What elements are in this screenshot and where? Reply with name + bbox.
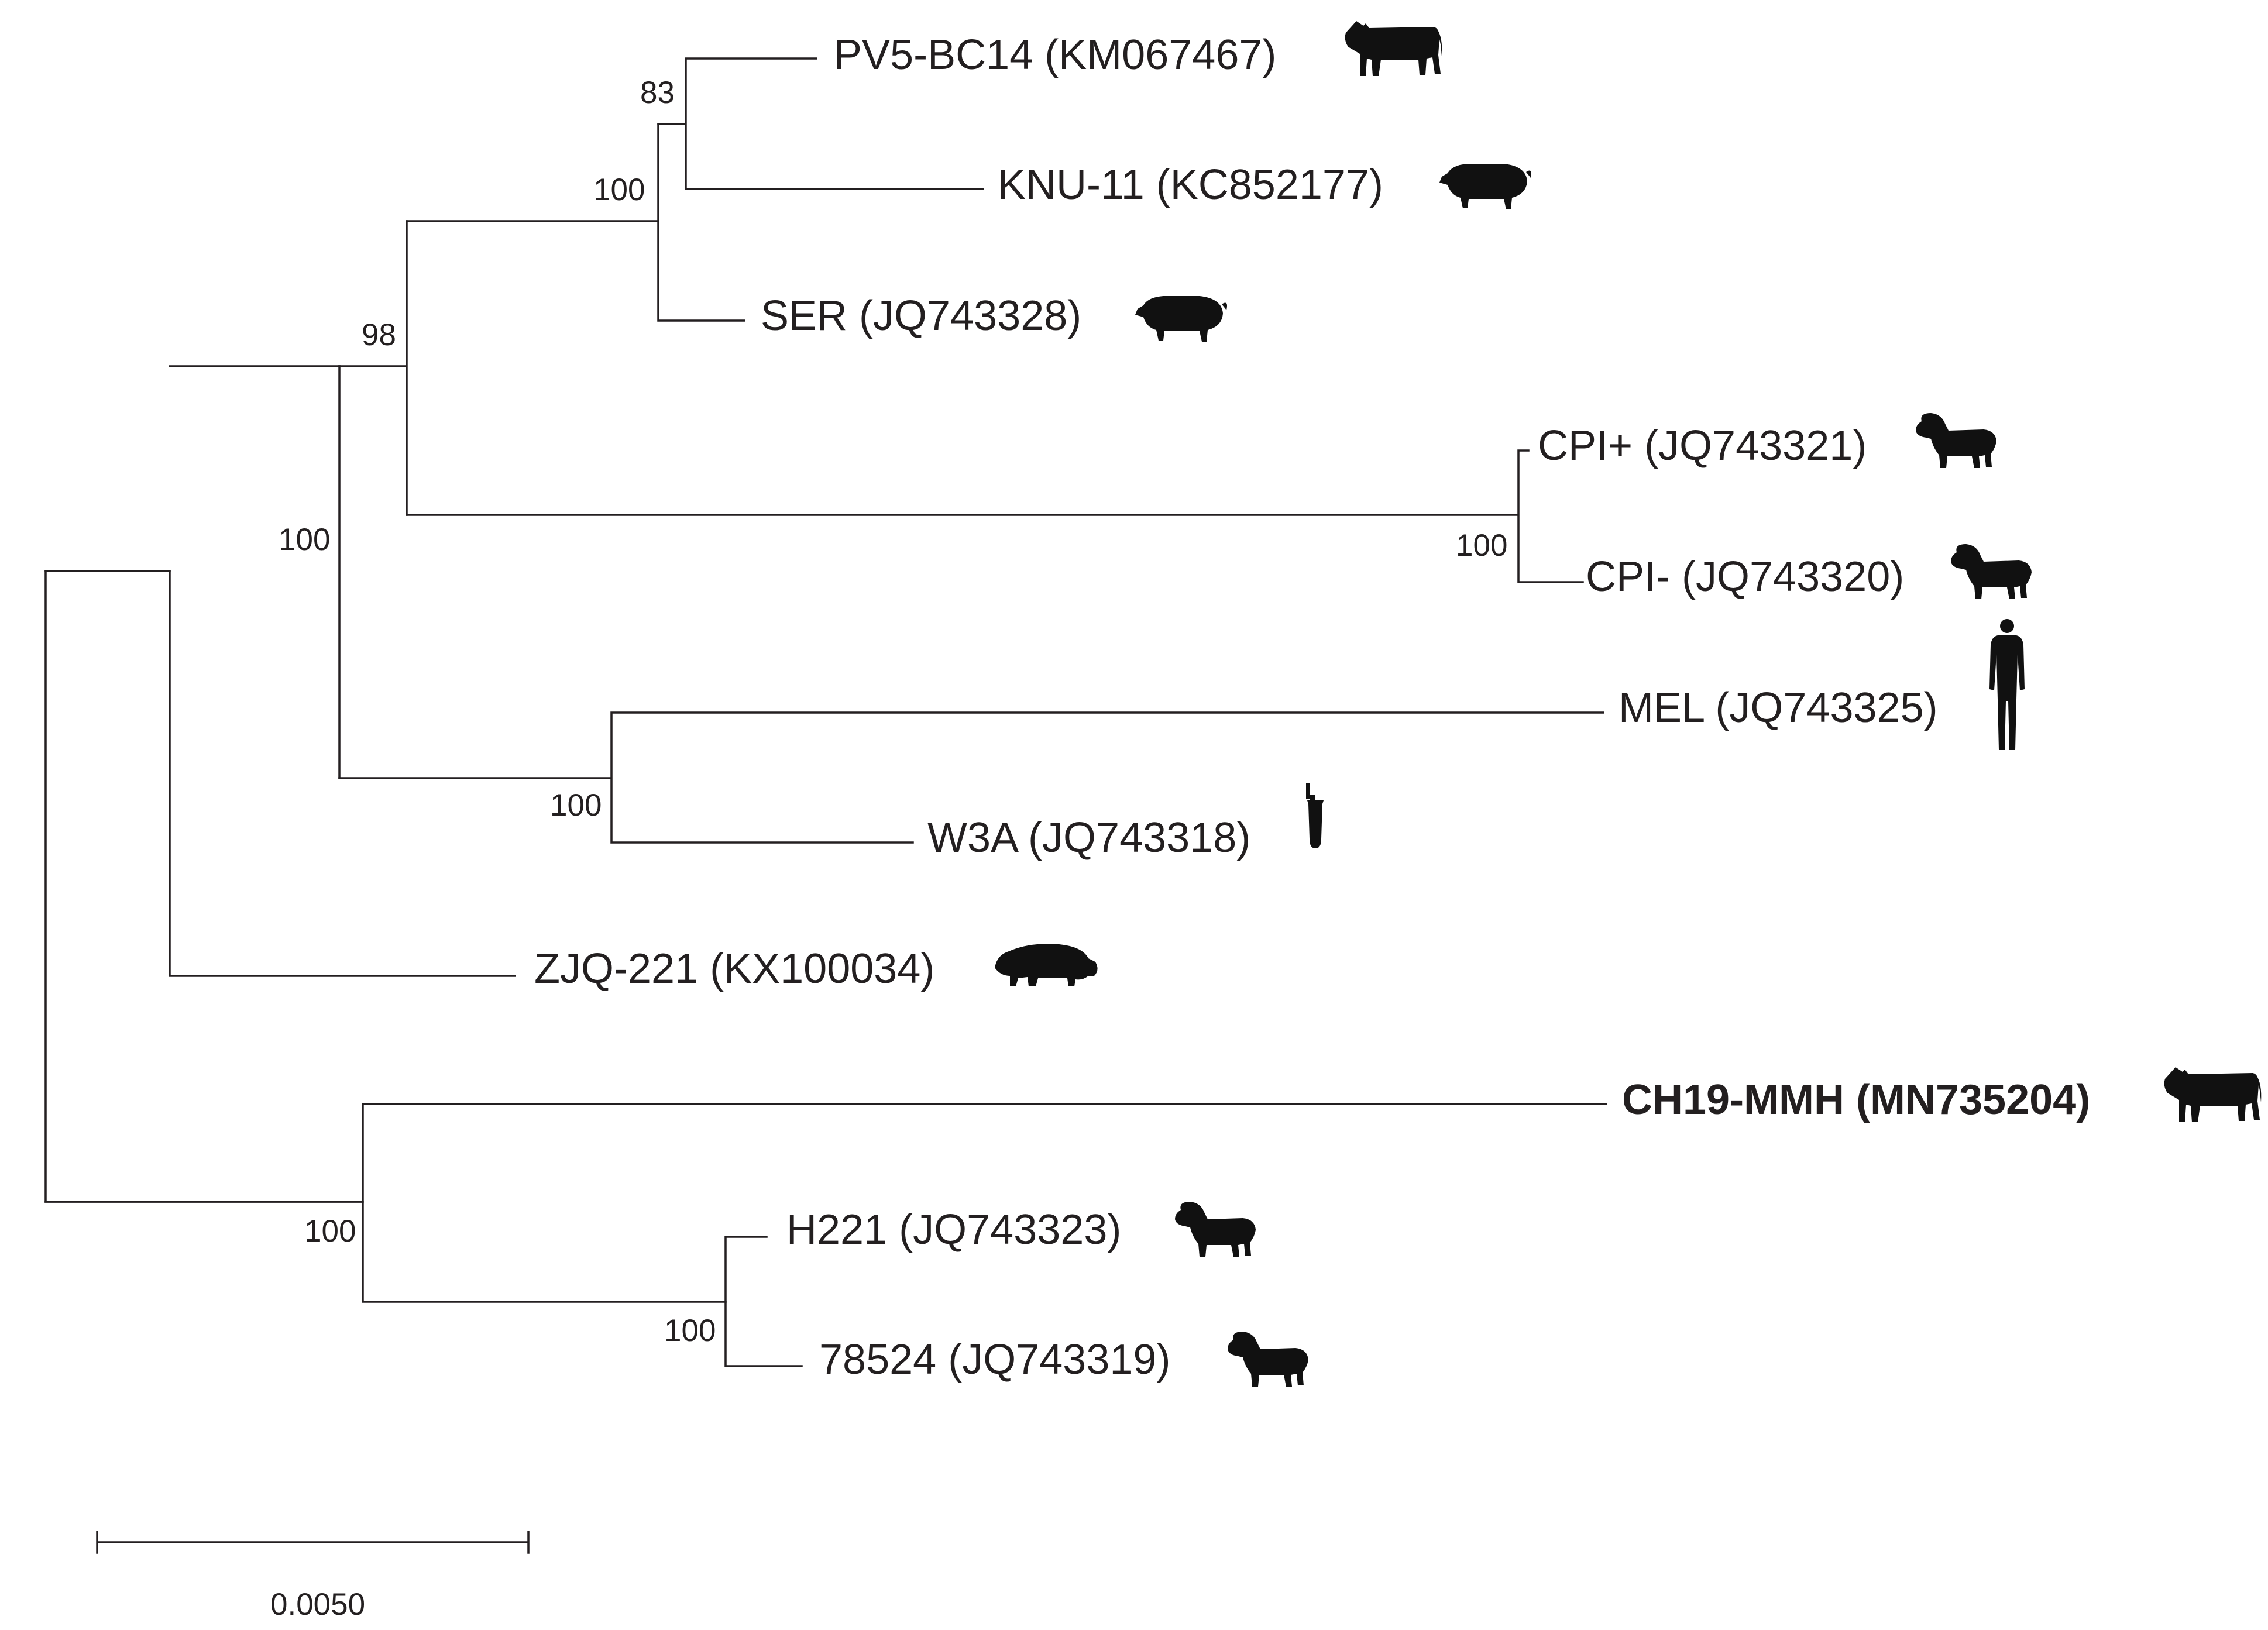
branch-root-to-upper bbox=[44, 570, 516, 977]
taxon-label: H221 (JQ743323) bbox=[786, 1206, 1121, 1253]
branch-cpi bbox=[406, 449, 1584, 583]
human-icon bbox=[1989, 619, 2025, 750]
scale-bar-label: 0.0050 bbox=[270, 1587, 365, 1622]
bootstrap-value: 98 bbox=[362, 318, 396, 352]
dog-icon bbox=[1228, 1332, 1308, 1387]
scale-bar-line bbox=[96, 1531, 530, 1554]
branch-root bbox=[44, 570, 364, 1203]
taxon-label-highlighted: CH19-MMH (MN735204) bbox=[1622, 1077, 2090, 1123]
bootstrap-value: 100 bbox=[279, 522, 330, 557]
dog-icon bbox=[1175, 1202, 1256, 1257]
badger-icon bbox=[995, 944, 1098, 986]
taxon-label: W3A (JQ743318) bbox=[927, 814, 1250, 861]
bootstrap-value: 100 bbox=[550, 788, 602, 823]
taxon-label: PV5-BC14 (KM067467) bbox=[834, 32, 1276, 78]
branch-node-98 bbox=[338, 220, 408, 516]
taxon-label: SER (JQ743328) bbox=[761, 293, 1081, 339]
branch-node-100-pig bbox=[406, 123, 745, 322]
dog-icon bbox=[1951, 544, 2032, 599]
branch-mel-w3a bbox=[338, 711, 1604, 844]
tube-icon bbox=[1306, 783, 1324, 848]
taxon-label: KNU-11 (KC852177) bbox=[998, 161, 1383, 208]
taxon-label: CPI- (JQ743320) bbox=[1586, 553, 1904, 600]
taxon-label: ZJQ-221 (KX100034) bbox=[534, 945, 934, 992]
branch-outgroup bbox=[44, 1103, 1607, 1303]
bootstrap-value: 100 bbox=[664, 1313, 716, 1348]
bootstrap-values: 83 100 98 100 100 100 100 100 bbox=[279, 75, 1507, 1348]
branch-h221-78524 bbox=[724, 1236, 803, 1367]
scale-bar: 0.0050 bbox=[96, 1531, 530, 1622]
pig-icon bbox=[1135, 296, 1227, 342]
branch-node-83 bbox=[657, 57, 984, 190]
bootstrap-value: 100 bbox=[304, 1214, 356, 1249]
cow-icon bbox=[1345, 21, 1442, 76]
bootstrap-value: 100 bbox=[1456, 528, 1507, 563]
dog-icon bbox=[1916, 413, 1996, 468]
leaf-labels: PV5-BC14 (KM067467) KNU-11 (KC852177) SE… bbox=[534, 32, 2090, 1383]
taxon-label: CPI+ (JQ743321) bbox=[1538, 422, 1867, 469]
cow-icon bbox=[2164, 1067, 2262, 1122]
pig-icon bbox=[1439, 164, 1531, 209]
bootstrap-value: 83 bbox=[640, 75, 675, 110]
taxon-label: MEL (JQ743325) bbox=[1618, 685, 1938, 731]
taxon-label: 78524 (JQ743319) bbox=[819, 1336, 1170, 1383]
tree-branches bbox=[44, 57, 1607, 1367]
bootstrap-value: 100 bbox=[593, 173, 645, 207]
